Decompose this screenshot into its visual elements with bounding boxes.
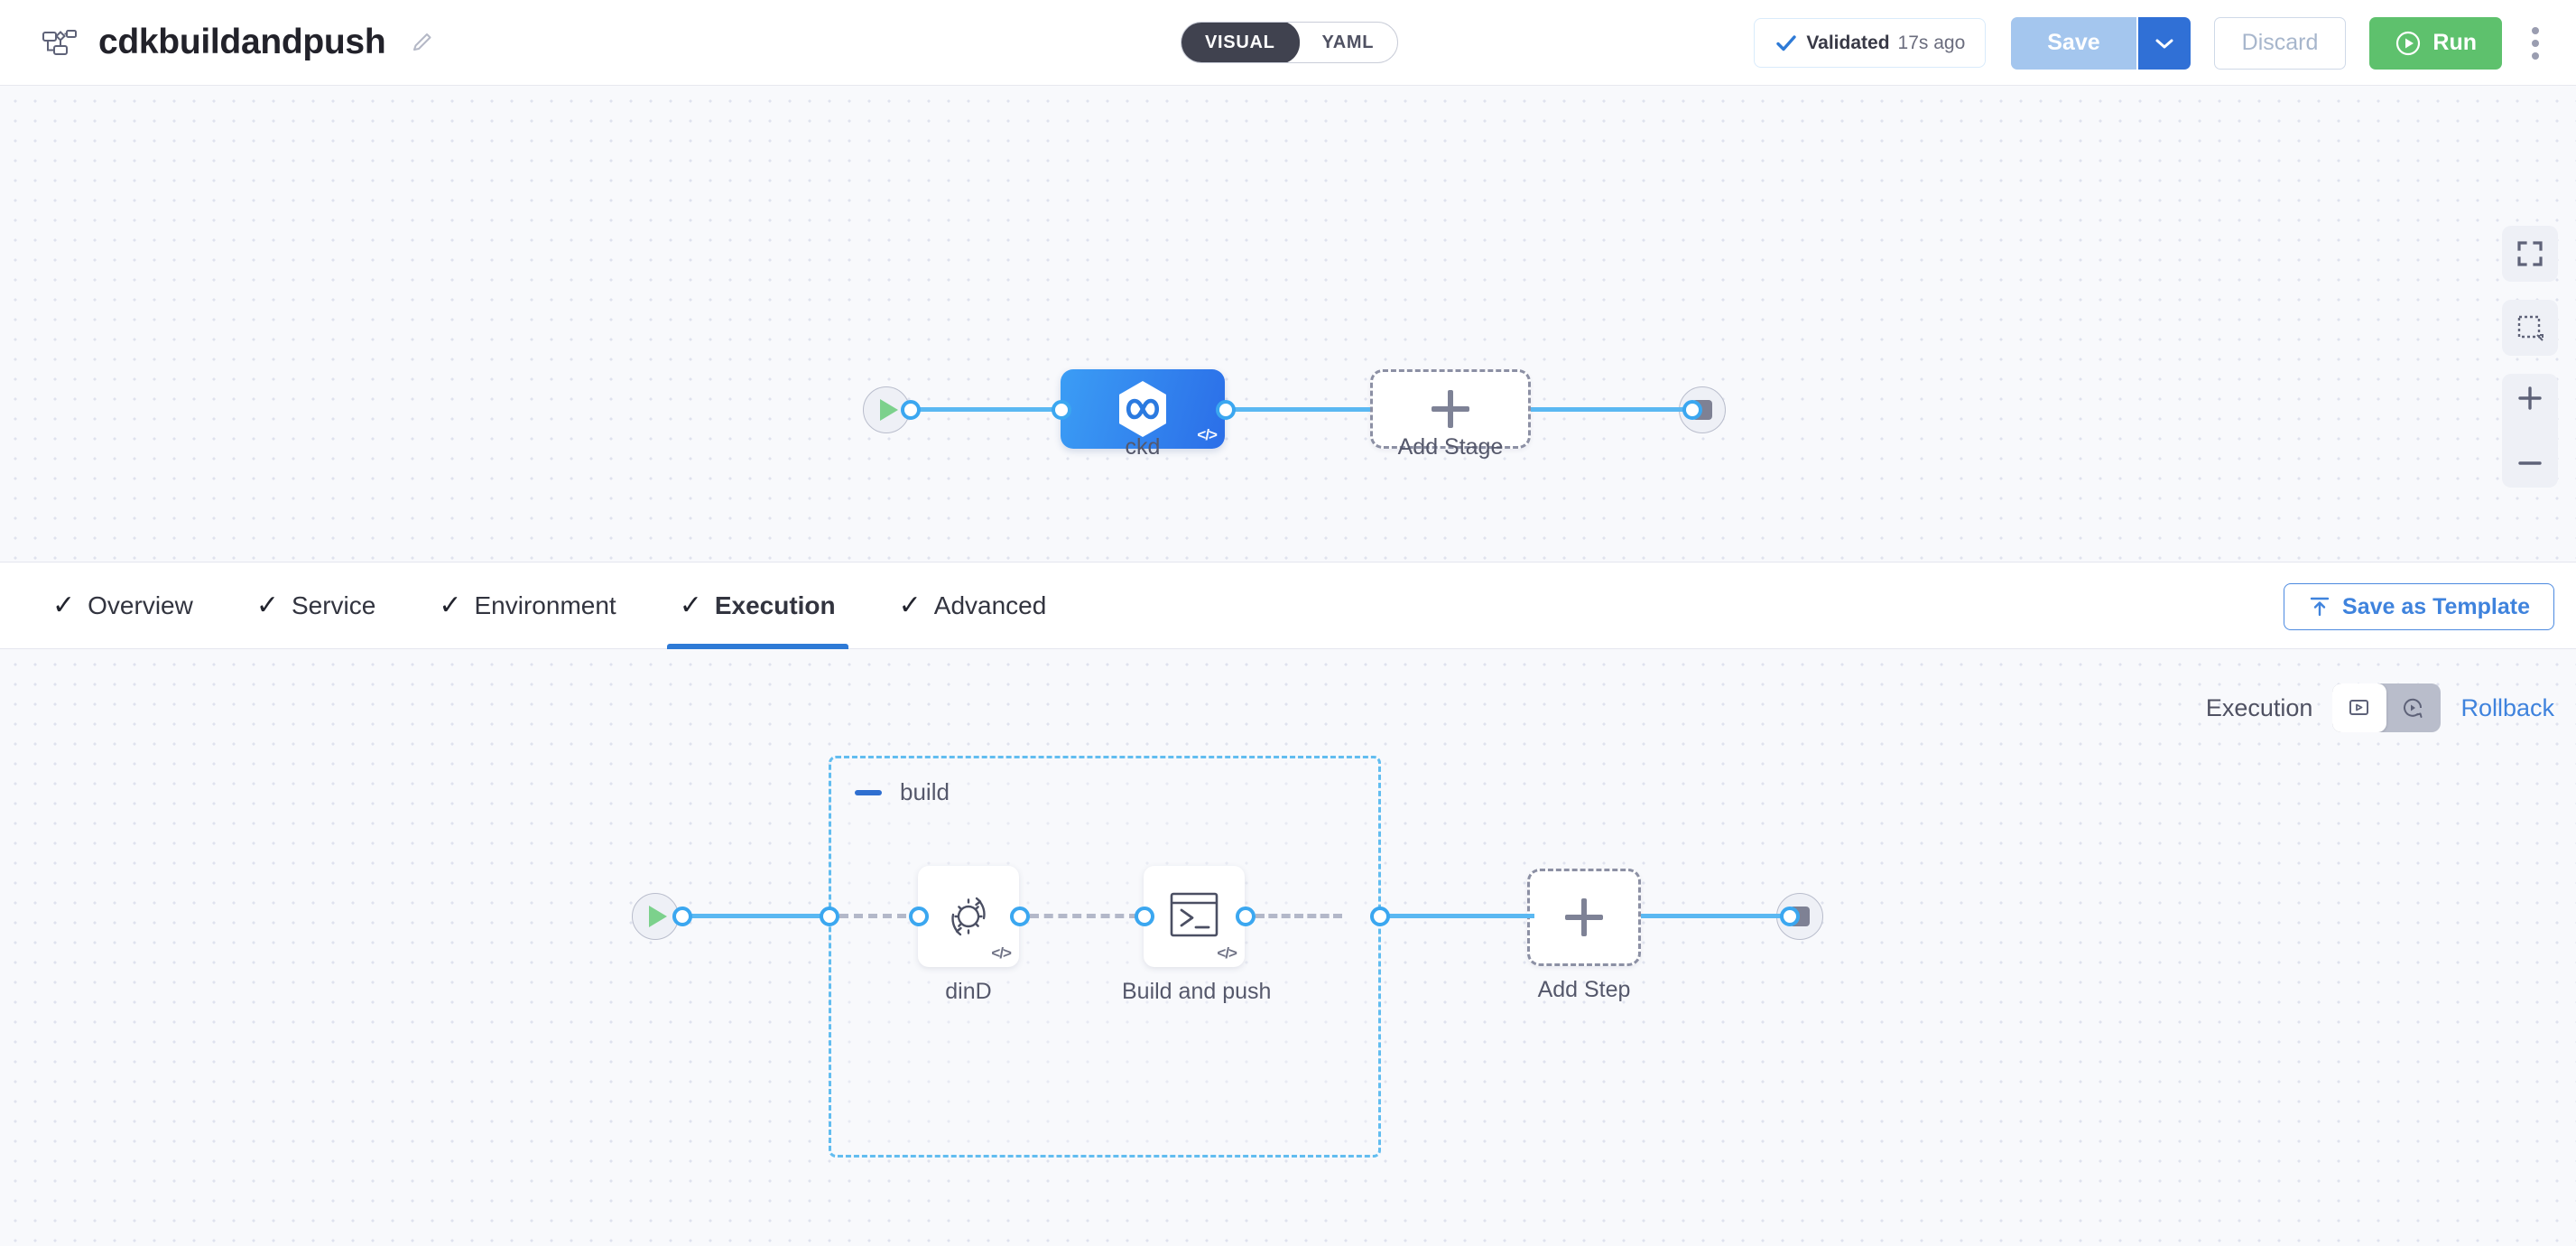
link-addstage-to-end	[1531, 407, 1691, 412]
check-icon: ✓	[679, 590, 702, 620]
tab-advanced[interactable]: ✓ Advanced	[894, 563, 1052, 649]
fit-screen-icon[interactable]	[2502, 226, 2558, 282]
zoom-controls	[2502, 374, 2558, 488]
run-button[interactable]: Run	[2369, 16, 2502, 70]
start-port[interactable]	[901, 400, 921, 420]
step-group-build[interactable]: build	[829, 756, 1381, 1158]
link-start-to-group	[681, 914, 830, 918]
step-group-name: build	[900, 778, 950, 805]
add-step-label: Add Step	[1537, 977, 1631, 1002]
check-icon	[1776, 34, 1797, 51]
link-ckd-to-addstage	[1225, 407, 1370, 412]
dind-out-port[interactable]	[1010, 907, 1030, 926]
end-port[interactable]	[1682, 400, 1702, 420]
execution-label: Execution	[2205, 693, 2313, 721]
dind-in-port[interactable]	[909, 907, 929, 926]
run-label: Run	[2432, 30, 2477, 55]
step-card-dind[interactable]: </>	[918, 866, 1019, 967]
mode-option-visual[interactable]: VISUAL	[1181, 23, 1300, 62]
minus-icon[interactable]	[855, 789, 882, 795]
header-left: cdkbuildandpush	[0, 23, 436, 62]
mode-option-yaml[interactable]: YAML	[1321, 32, 1375, 52]
execution-steps-canvas[interactable]: build </> dinD </> Build and push	[0, 649, 2576, 1246]
link-buildpush-to-groupout	[1256, 914, 1342, 918]
discard-button[interactable]: Discard	[2213, 16, 2347, 70]
buildpush-out-port[interactable]	[1236, 907, 1256, 926]
page-title: cdkbuildandpush	[98, 23, 386, 61]
kebab-menu-icon[interactable]	[2516, 17, 2554, 70]
pipeline-icon	[41, 23, 79, 61]
save-as-template-button[interactable]: Save as Template	[2284, 583, 2554, 630]
execution-view-icon[interactable]	[2332, 683, 2387, 732]
add-stage-label: Add Stage	[1397, 434, 1504, 460]
link-groupin-to-dind	[839, 914, 921, 918]
stage-canvas[interactable]: </> ckd Add Stage	[0, 86, 2576, 562]
step-card-build-and-push[interactable]: </>	[1144, 866, 1245, 967]
template-upload-icon	[2310, 597, 2330, 617]
execution-mode-toggle[interactable]	[2332, 683, 2442, 732]
save-as-template-label: Save as Template	[2342, 593, 2530, 619]
tab-label: Service	[291, 590, 376, 619]
stage-node-ckd[interactable]: </>	[1061, 369, 1225, 449]
app-header: cdkbuildandpush VISUAL YAML Validated 17…	[0, 0, 2576, 86]
chevron-down-icon	[2155, 39, 2173, 48]
link-start-to-ckd	[910, 407, 1068, 412]
group-in-port[interactable]	[820, 907, 839, 926]
add-step-button[interactable]	[1527, 869, 1641, 966]
link-group-to-addstep	[1379, 914, 1534, 918]
stage-canvas-tools	[2502, 226, 2558, 488]
buildpush-code-badge: </>	[1217, 944, 1237, 962]
step-label-dind: dinD	[945, 979, 992, 1004]
save-button[interactable]: Save	[2011, 16, 2136, 70]
zoom-in-icon[interactable]	[2502, 376, 2558, 421]
rollback-label[interactable]: Rollback	[2460, 693, 2554, 721]
tab-service[interactable]: ✓ Service	[251, 563, 382, 649]
save-dropdown-button[interactable]	[2136, 16, 2191, 70]
tab-execution[interactable]: ✓ Execution	[666, 563, 848, 649]
play-icon	[648, 906, 667, 927]
tab-label: Overview	[88, 590, 193, 619]
tab-label: Execution	[714, 590, 836, 619]
header-actions: Validated 17s ago Save Discard Run	[1754, 0, 2554, 86]
harness-cd-icon	[1119, 381, 1166, 437]
add-stage-button[interactable]	[1370, 369, 1531, 449]
check-icon: ✓	[439, 590, 462, 620]
dind-code-badge: </>	[991, 944, 1012, 962]
status-badge: Validated 17s ago	[1754, 18, 1987, 68]
tab-label: Environment	[474, 590, 616, 619]
stage-label-ckd: ckd	[1125, 434, 1161, 460]
group-out-port[interactable]	[1370, 907, 1390, 926]
rollback-icon[interactable]	[2386, 683, 2441, 732]
validated-timestamp: 17s ago	[1897, 32, 1966, 53]
execution-start-port[interactable]	[672, 907, 692, 926]
visual-yaml-toggle[interactable]: VISUAL YAML	[1181, 22, 1399, 63]
check-icon: ✓	[255, 590, 279, 620]
check-icon: ✓	[52, 590, 76, 620]
play-icon	[879, 399, 898, 421]
step-label-build-and-push: Build and push	[1122, 979, 1272, 1004]
pencil-icon[interactable]	[409, 29, 436, 56]
play-circle-icon	[2396, 31, 2421, 55]
link-dind-to-buildpush	[1030, 914, 1138, 918]
ckd-out-port[interactable]	[1216, 400, 1236, 420]
buildpush-in-port[interactable]	[1135, 907, 1154, 926]
link-addstep-to-end	[1641, 914, 1789, 918]
execution-rollback-switch: Execution Rollback	[2206, 683, 2554, 732]
execution-start-node	[632, 893, 679, 940]
marquee-select-icon[interactable]	[2502, 300, 2558, 356]
tab-environment[interactable]: ✓ Environment	[433, 563, 621, 649]
execution-end-port[interactable]	[1780, 907, 1800, 926]
tab-label: Advanced	[933, 590, 1047, 619]
ckd-code-badge: </>	[1197, 426, 1218, 443]
ckd-in-port[interactable]	[1052, 400, 1071, 420]
check-icon: ✓	[898, 590, 922, 620]
stage-tabs-bar: ✓ Overview ✓ Service ✓ Environment ✓ Exe…	[0, 562, 2576, 649]
save-button-group[interactable]: Save	[2011, 16, 2191, 70]
zoom-out-icon[interactable]	[2502, 441, 2558, 486]
background-service-icon	[951, 897, 986, 936]
validated-label: Validated	[1806, 32, 1890, 53]
terminal-icon	[1170, 892, 1219, 937]
tab-overview[interactable]: ✓ Overview	[47, 563, 199, 649]
step-group-header: build	[855, 778, 950, 806]
